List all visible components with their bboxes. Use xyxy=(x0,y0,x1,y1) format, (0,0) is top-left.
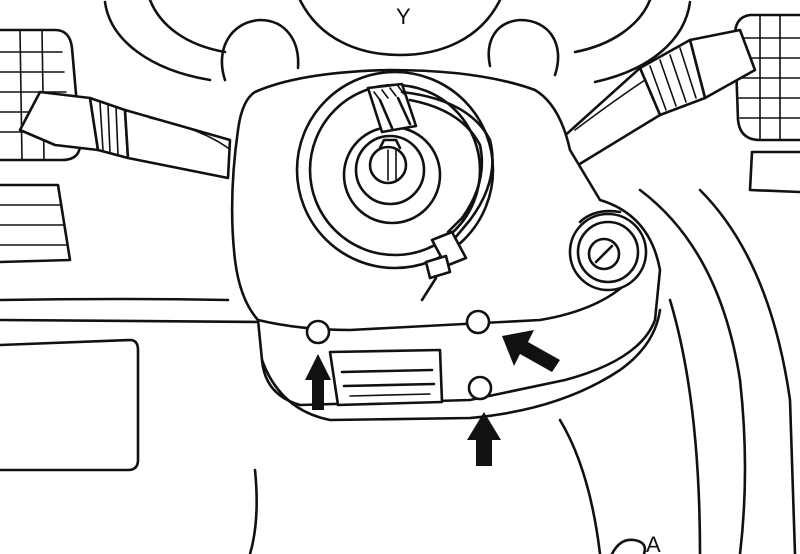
screw-hole-left xyxy=(305,319,331,345)
arrow-right-screw xyxy=(502,330,560,372)
knee-panel xyxy=(248,418,602,554)
top-mark-label: Y xyxy=(396,4,411,29)
column-cover-inner-edge xyxy=(256,278,632,332)
column-cover-lower-lip xyxy=(260,308,662,422)
clock-spring-top-connector xyxy=(366,82,418,134)
instrument-gauge-left xyxy=(220,18,300,82)
right-air-vent xyxy=(733,13,800,142)
tilt-lever-recess xyxy=(328,348,444,407)
right-combination-switch-stalk xyxy=(558,28,757,167)
corner-mark-label: A xyxy=(646,532,661,554)
clock-spring-assembly xyxy=(295,70,495,270)
airbag-connector-plug xyxy=(420,230,468,302)
left-lower-vent xyxy=(0,183,72,264)
glovebox-panel xyxy=(0,338,140,472)
instrument-cluster-outline xyxy=(103,0,692,84)
dashboard-lower-edge xyxy=(0,297,262,324)
airbag-wire-harness xyxy=(400,90,494,240)
ignition-lock-cylinder xyxy=(568,209,648,292)
screw-hole-bottom xyxy=(467,375,493,401)
screw-hole-right xyxy=(465,309,491,335)
left-combination-switch-stalk xyxy=(18,90,232,180)
arrow-left-screw xyxy=(305,354,331,410)
right-lower-vent xyxy=(748,150,800,194)
instrument-hood-arcs xyxy=(148,0,652,54)
corner-mark-stroke xyxy=(610,538,647,554)
console-curves xyxy=(638,188,797,554)
instrument-gauge-right xyxy=(487,18,560,77)
arrow-bottom-screw xyxy=(467,412,501,466)
